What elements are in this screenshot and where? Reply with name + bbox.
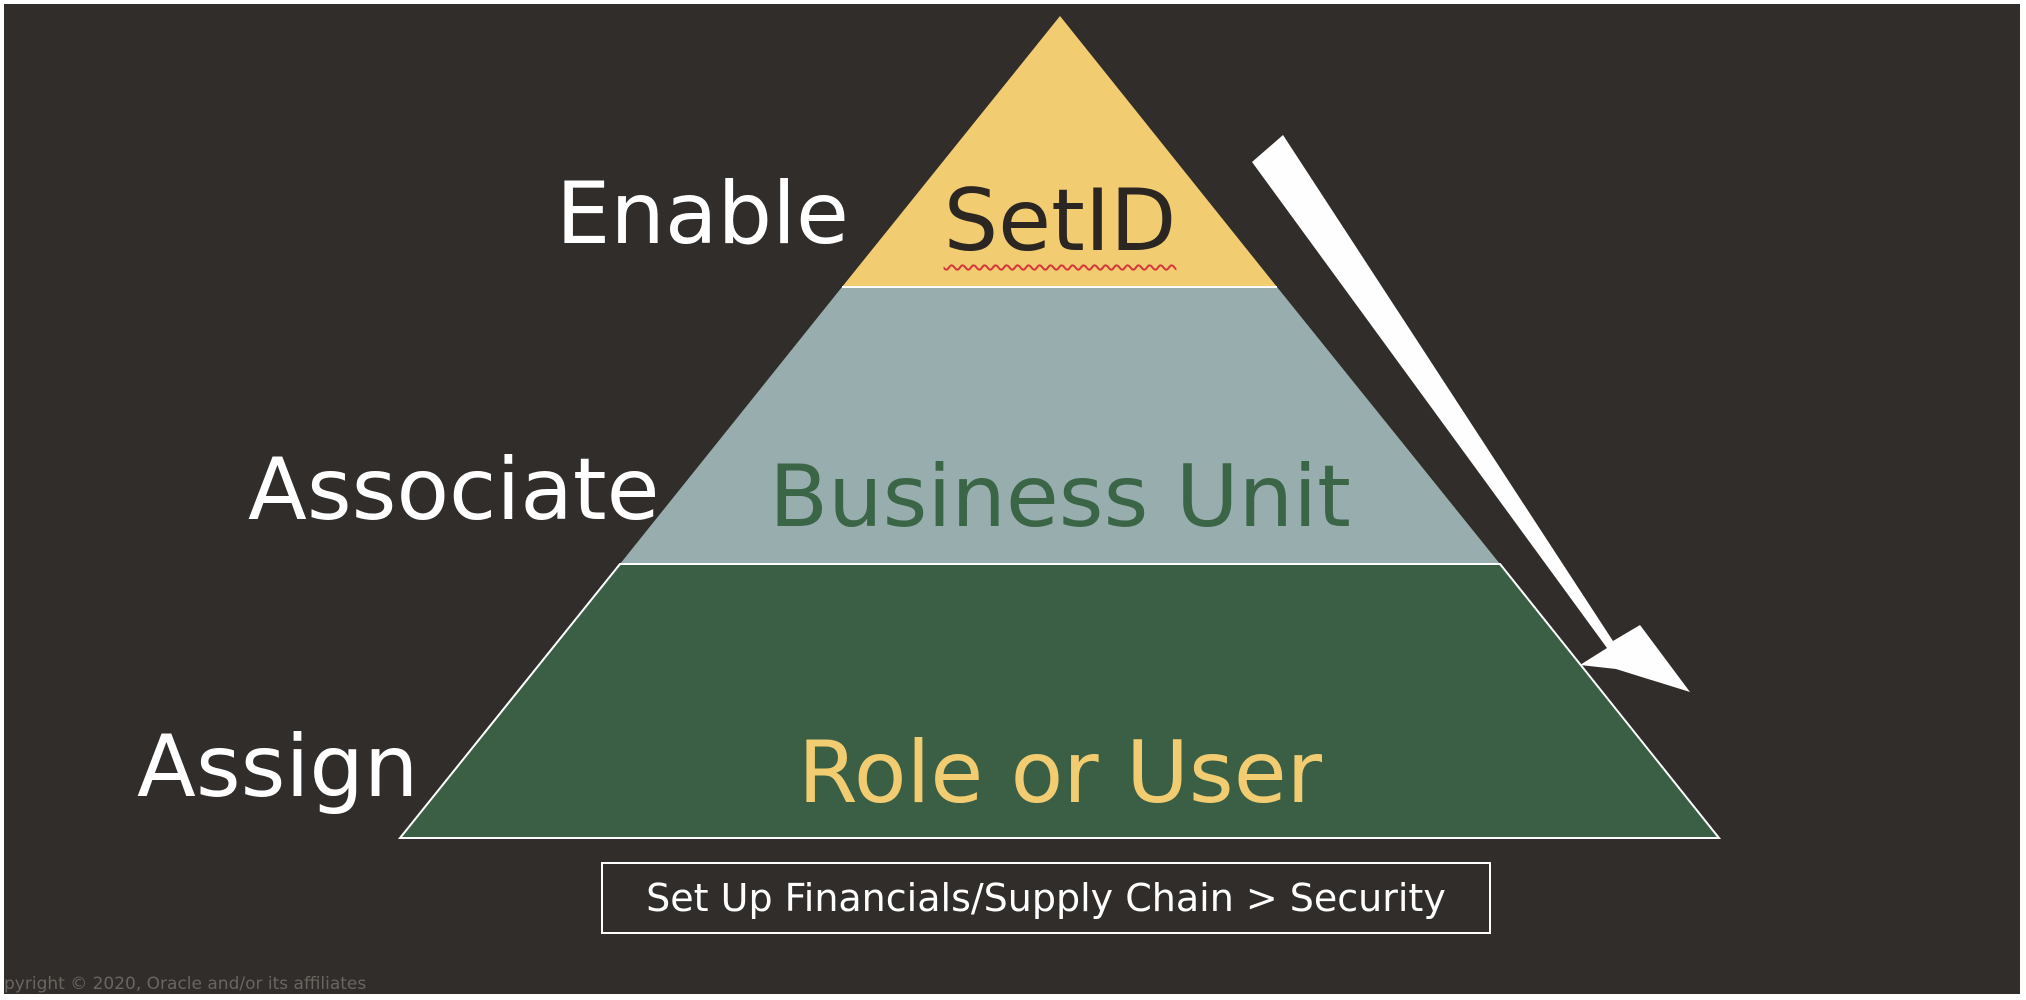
verb-enable: Enable — [556, 164, 849, 264]
setid-text: SetID — [943, 171, 1177, 271]
pyramid-tier-top — [842, 16, 1277, 287]
slide: Enable Associate Assign SetID Business U… — [4, 4, 2020, 994]
pyramid-diagram — [397, 16, 1722, 839]
verb-assign: Assign — [137, 717, 419, 817]
tier-label-setid: SetID — [860, 178, 1260, 264]
down-right-arrow-icon — [1252, 135, 1690, 692]
navigation-path-box: Set Up Financials/Supply Chain > Securit… — [601, 862, 1491, 934]
pyramid-tier-middle — [620, 287, 1500, 564]
verb-associate: Associate — [248, 440, 660, 540]
tier-label-role-or-user: Role or User — [798, 723, 1322, 823]
copyright-notice: pyright © 2020, Oracle and/or its affili… — [4, 974, 367, 994]
tier-label-business-unit: Business Unit — [769, 447, 1351, 547]
